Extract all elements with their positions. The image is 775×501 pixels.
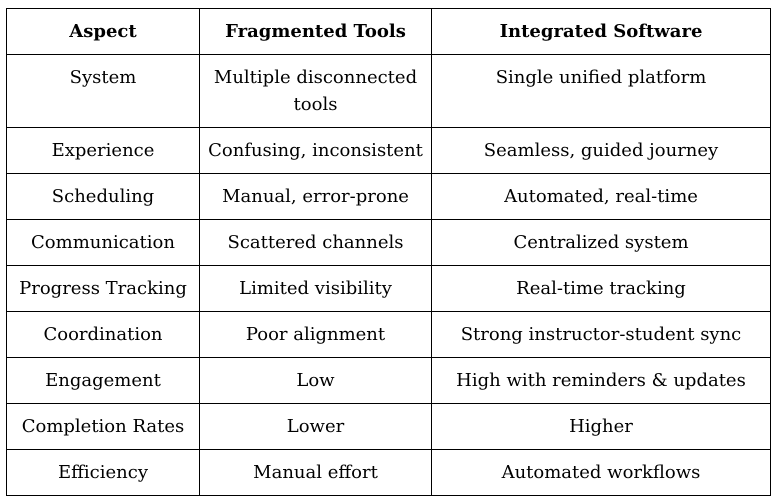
aspect-cell: Engagement (6, 357, 200, 404)
table-row: Experience Confusing, inconsistent Seaml… (6, 127, 771, 174)
integrated-cell: Seamless, guided journey (431, 127, 771, 174)
header-fragmented-tools: Fragmented Tools (199, 8, 432, 55)
table-row: Completion Rates Lower Higher (6, 403, 771, 450)
header-aspect: Aspect (6, 8, 200, 55)
fragmented-cell: Limited visibility (199, 265, 432, 312)
header-integrated-software: Integrated Software (431, 8, 771, 55)
table-row: System Multiple disconnected tools Singl… (6, 54, 771, 128)
integrated-cell: High with reminders & updates (431, 357, 771, 404)
comparison-table: Aspect Fragmented Tools Integrated Softw… (6, 8, 771, 496)
aspect-cell: Experience (6, 127, 200, 174)
integrated-cell: Higher (431, 403, 771, 450)
table-row: Progress Tracking Limited visibility Rea… (6, 265, 771, 312)
integrated-cell: Real-time tracking (431, 265, 771, 312)
fragmented-cell: Manual, error-prone (199, 173, 432, 220)
table-row: Engagement Low High with reminders & upd… (6, 357, 771, 404)
table-row: Communication Scattered channels Central… (6, 219, 771, 266)
aspect-cell: Progress Tracking (6, 265, 200, 312)
table-header-row: Aspect Fragmented Tools Integrated Softw… (6, 8, 771, 55)
fragmented-cell: Multiple disconnected tools (199, 54, 432, 128)
integrated-cell: Single unified platform (431, 54, 771, 128)
table-row: Efficiency Manual effort Automated workf… (6, 449, 771, 496)
fragmented-cell: Scattered channels (199, 219, 432, 266)
integrated-cell: Centralized system (431, 219, 771, 266)
integrated-cell: Automated, real-time (431, 173, 771, 220)
integrated-cell: Strong instructor-student sync (431, 311, 771, 358)
fragmented-cell: Manual effort (199, 449, 432, 496)
fragmented-cell: Low (199, 357, 432, 404)
integrated-cell: Automated workflows (431, 449, 771, 496)
aspect-cell: Scheduling (6, 173, 200, 220)
aspect-cell: Communication (6, 219, 200, 266)
aspect-cell: Efficiency (6, 449, 200, 496)
aspect-cell: Coordination (6, 311, 200, 358)
table-row: Coordination Poor alignment Strong instr… (6, 311, 771, 358)
fragmented-cell: Poor alignment (199, 311, 432, 358)
table-row: Scheduling Manual, error-prone Automated… (6, 173, 771, 220)
aspect-cell: System (6, 54, 200, 128)
fragmented-cell: Lower (199, 403, 432, 450)
fragmented-cell: Confusing, inconsistent (199, 127, 432, 174)
aspect-cell: Completion Rates (6, 403, 200, 450)
